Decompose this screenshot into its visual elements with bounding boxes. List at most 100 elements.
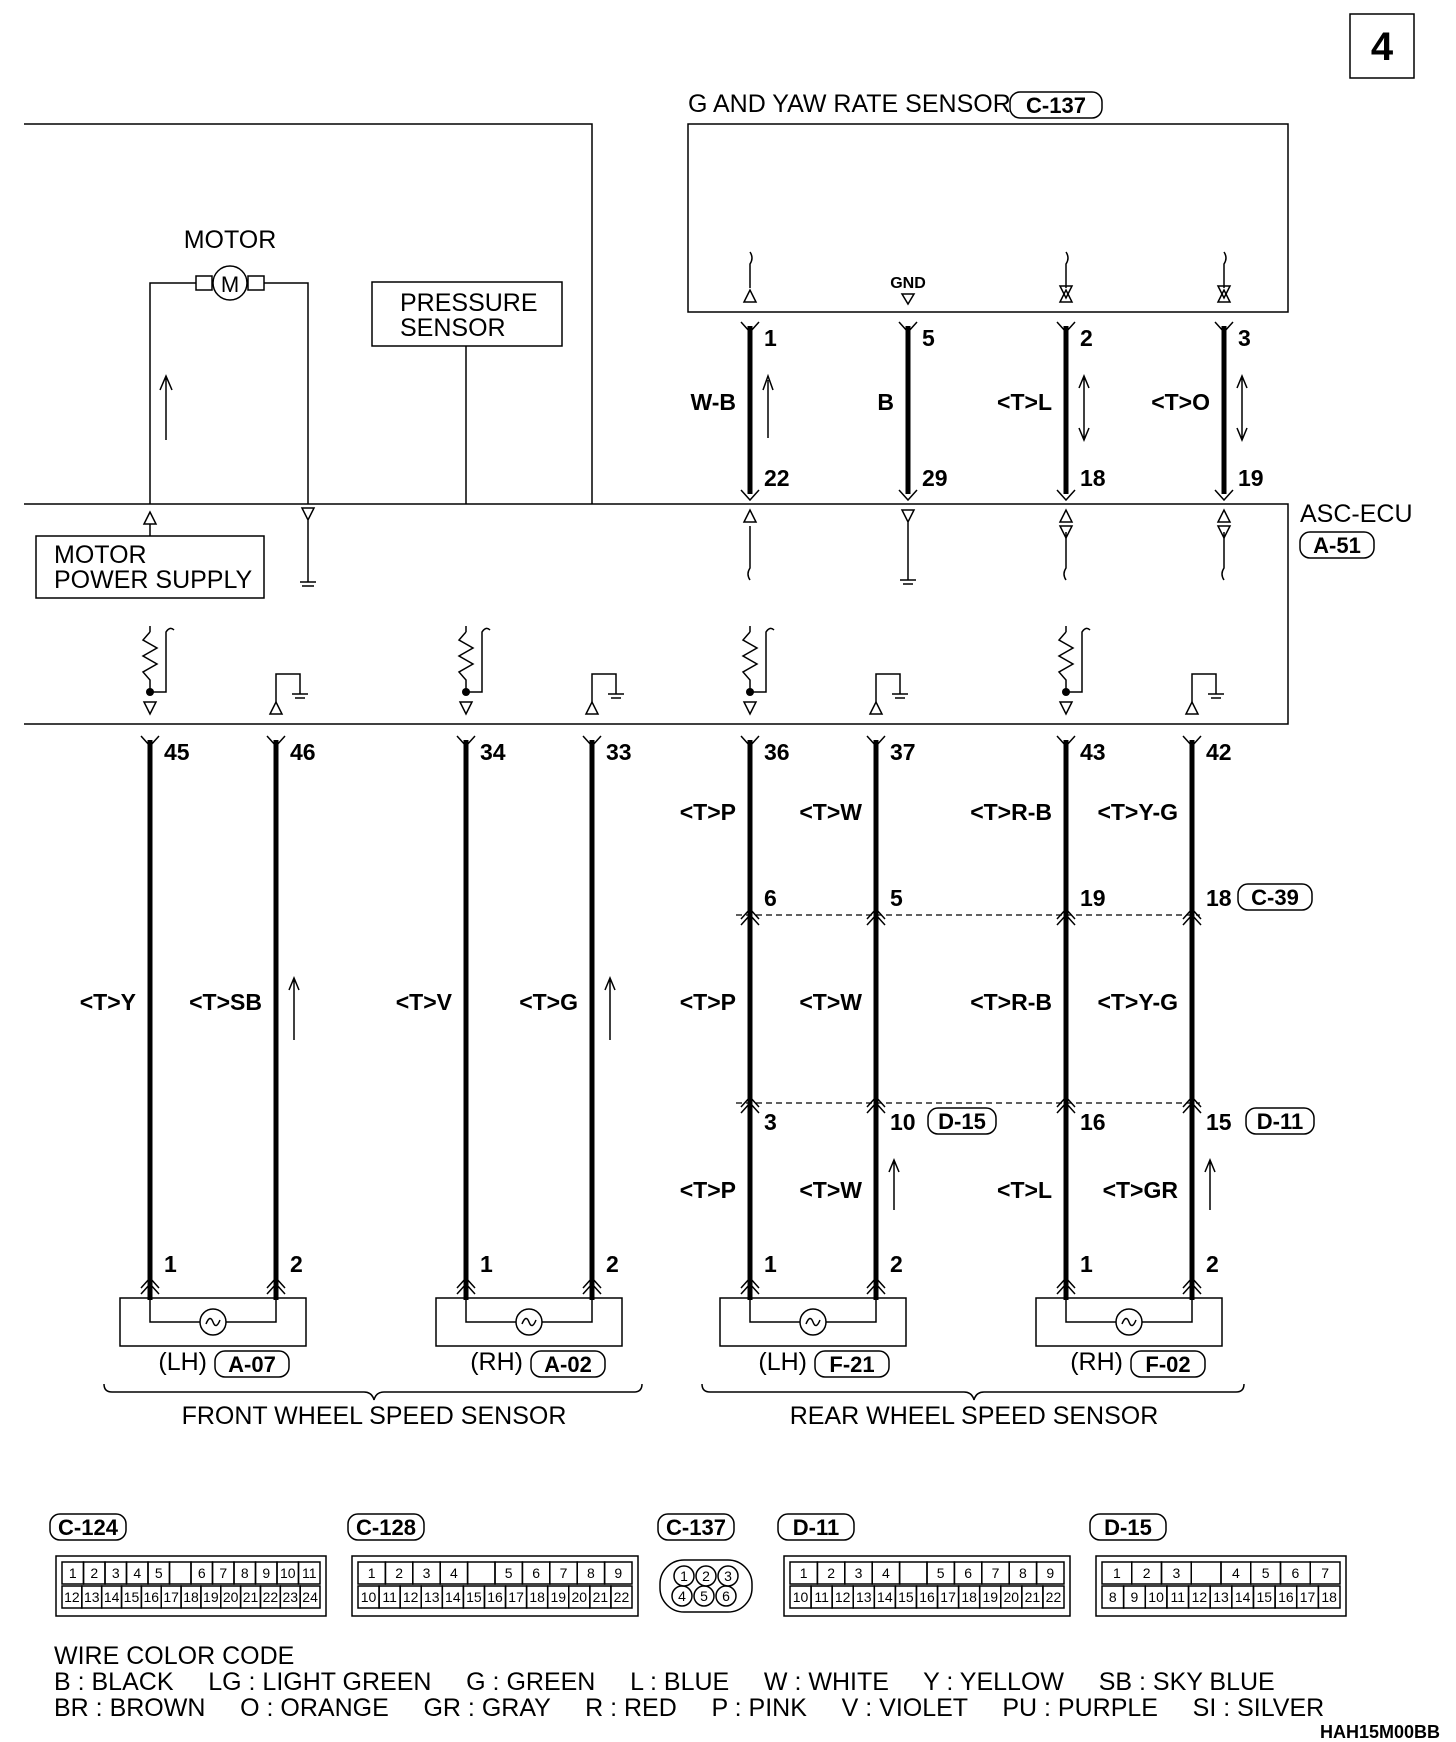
sensor-pin: 1: [764, 1251, 777, 1277]
upper-wire-color: <T>L: [997, 389, 1052, 415]
ac-wave-icon: [521, 1317, 537, 1327]
upper-wire-top-terminal-icon: [898, 321, 918, 334]
signal-arrow-icon: [1236, 374, 1248, 442]
ecu-ground-circuit-icon: [875, 673, 908, 702]
motor-ground-icon: [300, 507, 316, 587]
connector-cell-number: 20: [223, 1589, 239, 1605]
connector-cell-number: 3: [423, 1565, 431, 1581]
front-brace: [103, 1383, 643, 1401]
sensor-pin: 1: [1080, 1251, 1093, 1277]
connector-cell-number: 10: [361, 1589, 377, 1605]
connector-cell-number: 13: [84, 1589, 100, 1605]
c39-pin: 5: [890, 885, 903, 911]
ecu-sense-lead: [1066, 627, 1091, 693]
connector-view-body: [1095, 1555, 1347, 1617]
sensor-pin-terminal-icon: [266, 1276, 286, 1295]
ecu-terminal-icon: [1216, 525, 1232, 540]
connector-cell-number: 19: [982, 1589, 998, 1605]
connector-cell-number: 6: [198, 1565, 206, 1581]
connector-cell-number: 22: [614, 1589, 630, 1605]
wheel-sensor-coil-wire: [1065, 1296, 1193, 1323]
connector-view-name: D-15: [1104, 1515, 1152, 1540]
upper-wire-top-terminal-icon: [740, 321, 760, 334]
motor-wire-right: [264, 282, 309, 504]
connector-cell-number: 12: [1192, 1589, 1208, 1605]
connector-cell-number: 24: [302, 1589, 318, 1605]
sensor-pin: 1: [480, 1251, 493, 1277]
upper-wire-color: B: [877, 389, 894, 415]
upper-wire-bottom-terminal-icon: [1214, 489, 1234, 502]
sensor-coil-icon: [515, 1308, 543, 1336]
connector-cell-number: 6: [964, 1565, 972, 1581]
connector-view-badge: [657, 1513, 735, 1541]
ecu-pin: 42: [1206, 739, 1232, 765]
connector-pin-number: 1: [680, 1568, 688, 1584]
wire-color: <T>V: [396, 989, 453, 1015]
connector-cell-number: 14: [104, 1589, 120, 1605]
gnd-terminal-icon: [900, 293, 916, 306]
ecu-pin: 37: [890, 739, 916, 765]
ecu-ground-icon: [900, 509, 916, 585]
ecu-lead: [1221, 532, 1225, 581]
connector-cell: [1309, 1561, 1341, 1585]
connector-cell-number: 8: [241, 1565, 249, 1581]
upper-top-pin: 5: [922, 325, 935, 351]
connector-cell-number: 7: [560, 1565, 568, 1581]
ac-wave-icon: [805, 1317, 821, 1327]
hydraulic-unit-frame: [24, 123, 593, 504]
wheel-sensor-coil-wire: [749, 1296, 877, 1323]
connector-cell-number: 21: [1025, 1589, 1041, 1605]
ecu-input-terminal-icon: [458, 701, 474, 716]
ecu-terminal-icon: [1058, 525, 1074, 540]
connector-cell: [1190, 1561, 1222, 1585]
sensor-coil-icon: [1115, 1308, 1143, 1336]
connector-cell-number: 5: [155, 1565, 163, 1581]
sensor-pin: 2: [890, 1251, 903, 1277]
connector-cell-number: 11: [814, 1589, 829, 1605]
sensor-pin: 1: [164, 1251, 177, 1277]
sensor-terminal-icon: [742, 288, 758, 303]
connector-pin-number: 5: [700, 1588, 708, 1604]
motor-current-arrow-icon: [159, 374, 173, 440]
upper-bottom-pin: 22: [764, 465, 790, 491]
signal-arrow-icon: [288, 976, 300, 1040]
ecu-terminal-icon: [742, 508, 758, 523]
sensor-pin-terminal-icon: [740, 1276, 760, 1295]
connector-cell-number: 9: [1046, 1565, 1054, 1581]
connector-cell-number: 4: [882, 1565, 890, 1581]
ecu-output-terminal-icon: [1184, 700, 1200, 715]
connector-cell-number: 20: [572, 1589, 588, 1605]
sensor-pin-terminal-icon: [1056, 1276, 1076, 1295]
front-group-label: FRONT WHEEL SPEED SENSOR: [182, 1402, 567, 1430]
signal-arrow-icon: [1078, 374, 1090, 442]
sensor-terminal-icon: [1216, 288, 1232, 303]
wheel-sensors: (LH)A-07(RH)A-02(LH)F-21(RH)F-02: [119, 1296, 1223, 1378]
ecu-pin: 33: [606, 739, 632, 765]
rear-group-label: REAR WHEEL SPEED SENSOR: [790, 1402, 1159, 1430]
connector-cell-number: 11: [382, 1589, 397, 1605]
motor-power-supply-line1: MOTOR: [54, 541, 147, 569]
wheel-sensor-side: (RH): [1070, 1348, 1123, 1376]
ecu-pin: 46: [290, 739, 316, 765]
connector-cell-number: 5: [937, 1565, 945, 1581]
wire-color: <T>Y-G: [1097, 799, 1178, 825]
ecu-output-terminal-icon: [868, 700, 884, 715]
wire-color: <T>Y: [80, 989, 136, 1015]
connector-pin-number: 2: [702, 1568, 710, 1584]
sensor-terminal-icon: [1058, 285, 1074, 300]
g-yaw-connector-badge: [1009, 91, 1103, 119]
connector-cell-number: 17: [940, 1589, 956, 1605]
connector-cell-number: 8: [1019, 1565, 1027, 1581]
wire-color: <T>R-B: [970, 989, 1052, 1015]
connector-cell-number: 2: [1143, 1565, 1151, 1581]
round-connector-body: [659, 1559, 753, 1613]
sensor-pin: 2: [1206, 1251, 1219, 1277]
connector-cell-number: 10: [793, 1589, 809, 1605]
c39-badge: [1237, 883, 1313, 911]
connector-cell-number: 1: [368, 1565, 376, 1581]
ecu-pin-terminal-icon: [1056, 735, 1076, 748]
connector-view-badge: [1089, 1513, 1167, 1541]
ecu-sense-lead: [466, 627, 491, 693]
connector-cell-number: 15: [1256, 1589, 1272, 1605]
wire-color: <T>SB: [189, 989, 262, 1015]
